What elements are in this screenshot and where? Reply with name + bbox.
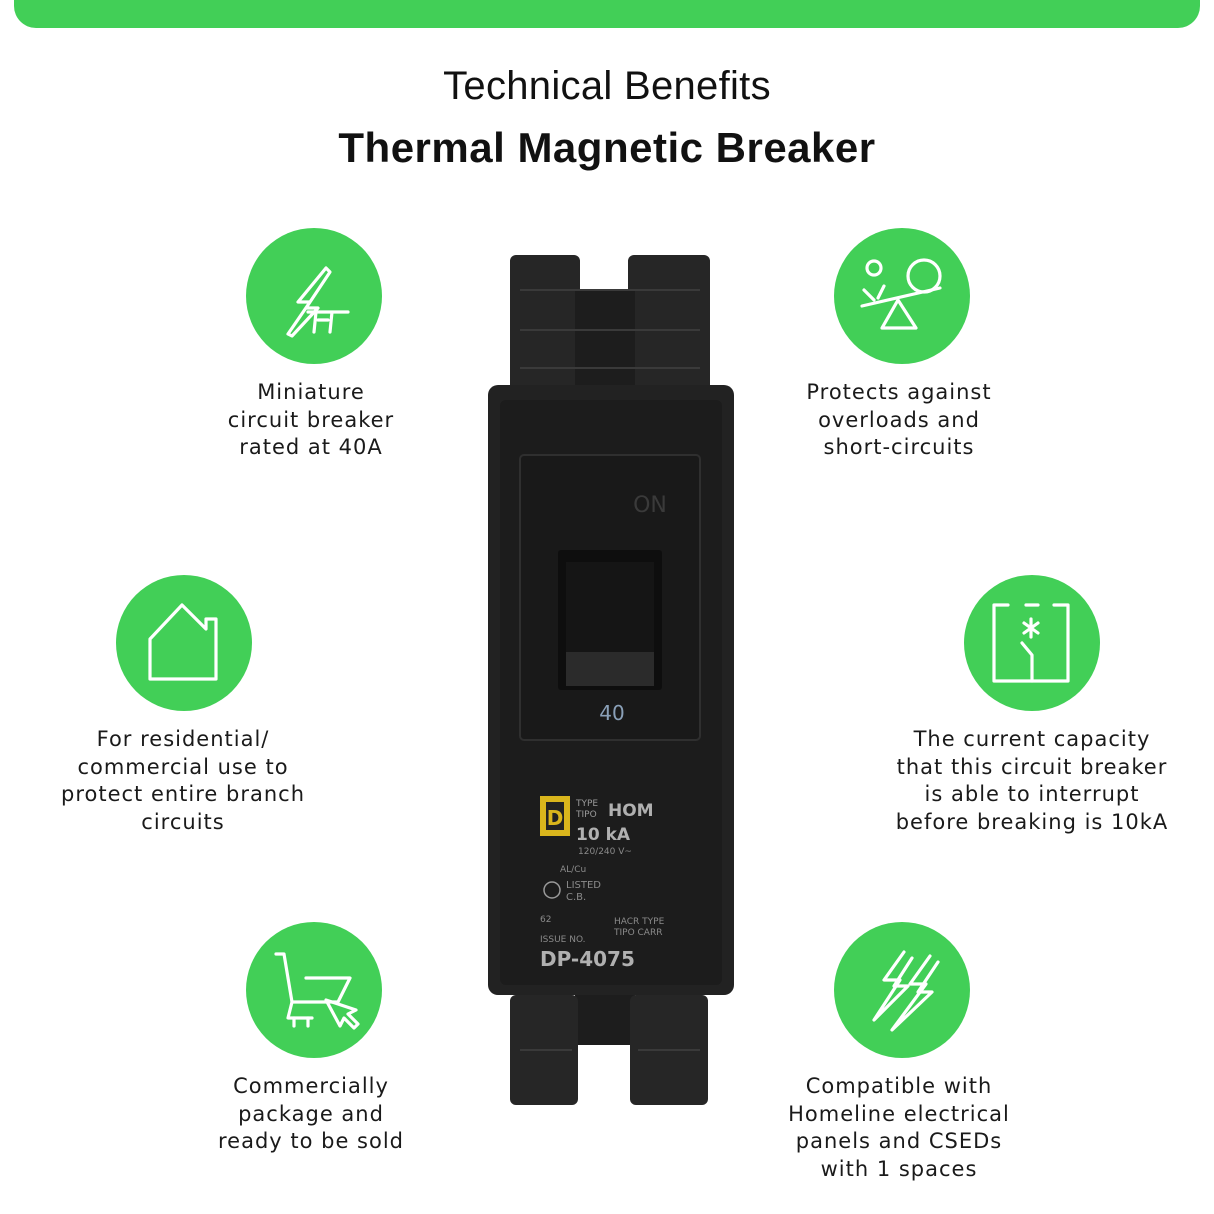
- svg-text:DP-4075: DP-4075: [540, 947, 635, 971]
- top-accent-bar: [14, 0, 1200, 28]
- benefit-label-compatibility: Compatible with Homeline electrical pane…: [788, 1074, 1010, 1181]
- svg-text:62: 62: [540, 915, 551, 925]
- benefit-label-usage: For residential/ commercial use to prote…: [60, 727, 306, 834]
- on-label: ON: [633, 493, 667, 518]
- house-icon: [116, 575, 252, 711]
- breaker-switch-icon: [964, 575, 1100, 711]
- svg-text:AL/Cu: AL/Cu: [560, 865, 586, 875]
- rating-label: 40: [599, 701, 624, 725]
- benefit-label-rating: Miniature circuit breaker rated at 40A: [227, 380, 395, 459]
- double-lightning-icon: [834, 922, 970, 1058]
- circuit-breaker-image: ON 40 D TYPE TIPO HOM 10 kA 120/240 V~ A…: [488, 255, 734, 1105]
- svg-text:TYPE: TYPE: [575, 799, 598, 809]
- svg-text:10 kA: 10 kA: [576, 825, 631, 845]
- svg-text:ISSUE NO.: ISSUE NO.: [540, 935, 586, 945]
- svg-text:TIPO CARR: TIPO CARR: [613, 928, 662, 938]
- seesaw-overload-icon: [834, 228, 970, 364]
- benefit-label-capacity: The current capacity that this circuit b…: [895, 727, 1169, 834]
- brand-logo: D: [547, 806, 564, 830]
- page-title: Technical Benefits: [443, 64, 771, 108]
- benefit-label-package: Commercially package and ready to be sol…: [217, 1074, 405, 1153]
- svg-text:HOM: HOM: [608, 801, 654, 821]
- lightning-pole-icon: [246, 228, 382, 364]
- svg-text:TIPO: TIPO: [575, 810, 597, 820]
- page-subtitle: Thermal Magnetic Breaker: [338, 124, 876, 171]
- svg-text:HACR TYPE: HACR TYPE: [614, 917, 665, 927]
- shopping-cart-icon: [246, 922, 382, 1058]
- svg-text:C.B.: C.B.: [566, 892, 586, 903]
- svg-text:LISTED: LISTED: [566, 880, 601, 891]
- benefit-label-protection: Protects against overloads and short-cir…: [806, 380, 992, 459]
- svg-text:120/240 V~: 120/240 V~: [578, 847, 632, 857]
